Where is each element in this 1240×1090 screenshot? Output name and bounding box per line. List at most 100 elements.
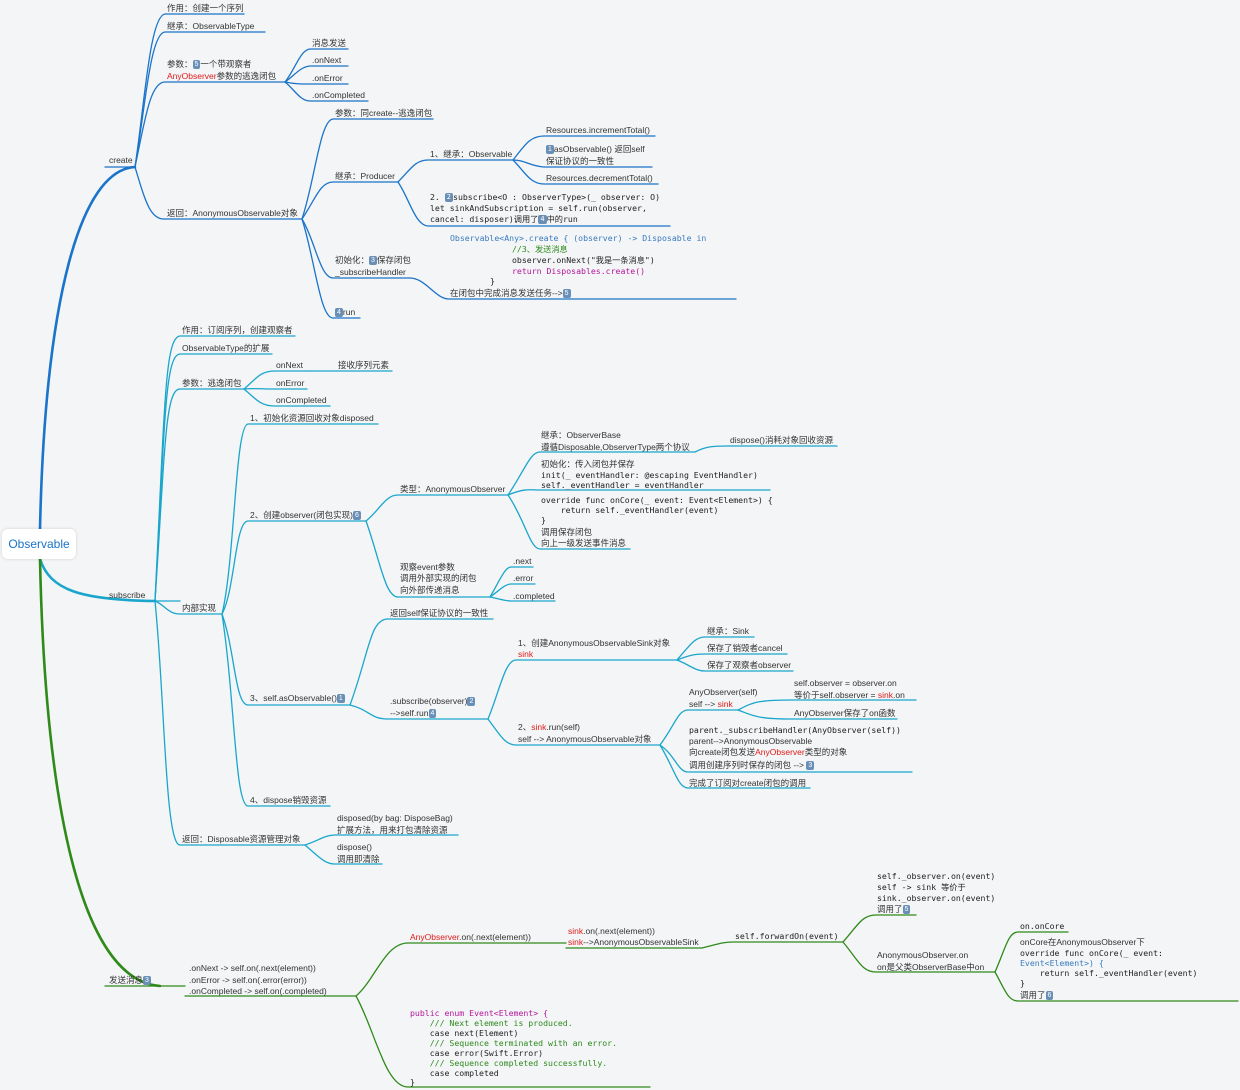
node-event-oncompleted[interactable]: .onCompleted [312, 90, 365, 100]
code-obs-on-1: self._observer.on(event) [877, 871, 996, 881]
node-closure-send[interactable]: 在闭包中完成消息发送任务-->5 [450, 288, 571, 299]
node-dispose-2[interactable]: 调用即清除 [337, 854, 380, 864]
node-producer-1[interactable]: 1、继承：Observable [430, 149, 513, 159]
node-anyobs[interactable]: AnyObserver(self) [689, 687, 758, 697]
text: .run(self) [546, 722, 580, 732]
node-res-inc[interactable]: Resources.incrementTotal() [546, 125, 650, 135]
node-res-dec[interactable]: Resources.decrementTotal() [546, 173, 653, 183]
text: .on(.next(element)) [459, 932, 531, 942]
node-observe-1[interactable]: 观察event参数 [400, 562, 455, 572]
node-disp-bag-2[interactable]: 扩展方法，用来打包清除资源 [337, 825, 448, 835]
node-create-param-2[interactable]: AnyObserver参数的逃逸闭包 [167, 71, 276, 82]
text: 初始化： [335, 255, 370, 265]
node-ev-next[interactable]: .next [513, 556, 532, 566]
node-step2[interactable]: 2、创建observer(闭包实现)6 [250, 510, 361, 521]
node-sink-inherit[interactable]: 继承：Sink [707, 626, 750, 636]
node-sub-purpose[interactable]: 作用：订阅序列，创建观察者 [182, 325, 293, 335]
node-sink-1[interactable]: 1、创建AnonymousObservableSink对象 [518, 638, 671, 648]
node-dispose-res[interactable]: dispose()消耗对象回收资源 [730, 435, 833, 445]
node-sub-ext[interactable]: ObservableType的扩展 [182, 343, 270, 353]
badge-3: 3 [143, 976, 151, 986]
node-cb-onnext[interactable]: onNext [276, 360, 303, 370]
node-inherit-obs[interactable]: 继承：ObserverBase [541, 430, 621, 440]
node-eq-1[interactable]: self.observer = observer.on [794, 678, 897, 688]
node-up-send[interactable]: 向上一级发送事件消息 [541, 538, 627, 548]
node-observe-2[interactable]: 调用外部实现的闭包 [400, 573, 477, 583]
node-sub-obs[interactable]: .subscribe(observer)2 [390, 696, 476, 707]
root-node[interactable]: Observable [2, 529, 76, 559]
node-on-error[interactable]: .onError -> self.on(.error(error)) [189, 975, 307, 985]
node-event-onerror[interactable]: .onError [312, 73, 343, 83]
node-inherit-producer[interactable]: 继承：Producer [335, 171, 395, 181]
node-type[interactable]: 类型：AnonymousObserver [400, 484, 506, 494]
node-call-closure[interactable]: 调用保存闭包 [541, 527, 593, 537]
node-parent-3[interactable]: 调用创建序列时保存的闭包 --> 3 [689, 760, 815, 771]
node-as-observable-2[interactable]: 保证协议的一致性 [546, 156, 615, 166]
node-create-inherit[interactable]: 继承：ObservableType [167, 21, 255, 31]
node-anyobs-save[interactable]: AnyObserver保存了on函数 [794, 708, 896, 718]
node-anyobs-2[interactable]: self --> sink [689, 699, 733, 710]
node-step3[interactable]: 3、self.asObservable()1 [250, 693, 345, 704]
node-anyobs-on[interactable]: AnyObserver.on(.next(element)) [410, 932, 531, 943]
node-create[interactable]: create [109, 155, 133, 165]
node-cb-oncompleted[interactable]: onCompleted [276, 395, 327, 405]
node-ev-error[interactable]: .error [513, 573, 534, 583]
node-event-onnext[interactable]: .onNext [312, 55, 342, 65]
node-sink-observer[interactable]: 保存了观察者observer [707, 660, 792, 670]
text-red: AnyObserver [167, 71, 217, 81]
node-sink-red[interactable]: sink [518, 649, 534, 659]
code-enum-3: case next(Element) [410, 1028, 519, 1038]
node-parent-2[interactable]: 向create闭包发送AnyObserver类型的对象 [689, 747, 847, 758]
node-producer-2-line2[interactable]: let sinkAndSubscription = self.run(obser… [430, 203, 647, 213]
code-parent: parent._subscribeHandler(AnyObserver(sel… [689, 725, 901, 735]
node-disp-bag[interactable]: disposed(by bag: DisposeBag) [337, 813, 453, 823]
node-sub-returns[interactable]: 返回：Disposable资源管理对象 [182, 834, 301, 844]
node-parent-1[interactable]: parent-->AnonymousObservable [689, 736, 813, 746]
node-step1[interactable]: 1、初始化资源回收对象disposed [250, 413, 374, 423]
node-anon-obs-on-2[interactable]: on是父类ObserverBase中on [877, 962, 985, 972]
node-observe-3[interactable]: 向外部传递消息 [400, 585, 460, 595]
node-subscribe[interactable]: subscribe [109, 590, 146, 600]
node-ret-param[interactable]: 参数：同create--逃逸闭包 [335, 108, 433, 118]
node-forward[interactable]: self.forwardOn(event) [735, 931, 839, 941]
text: 调用了 [877, 904, 903, 914]
node-init-obs[interactable]: 初始化：传入闭包并保存 [541, 459, 635, 469]
node-sinkrun-2[interactable]: self --> AnonymousObservable对象 [518, 734, 652, 744]
node-create-purpose[interactable]: 作用：创建一个序列 [167, 3, 244, 13]
node-create-returns[interactable]: 返回：AnonymousObservable对象 [167, 208, 298, 218]
root-label: Observable [8, 537, 70, 551]
node-sub-param[interactable]: 参数：逃逸闭包 [182, 378, 242, 388]
node-step4[interactable]: 4、dispose销毁资源 [250, 795, 327, 805]
node-done[interactable]: 完成了订阅对create闭包的调用 [689, 778, 807, 788]
node-init-2[interactable]: _subscribeHandler [335, 267, 406, 277]
node-cb-onerror[interactable]: onError [276, 378, 305, 388]
node-oncore-title[interactable]: on.onCore [1020, 921, 1065, 931]
node-eq-2[interactable]: 等价于self.observer = sink.on [794, 690, 905, 701]
code-create-1: Observable<Any>.create { (observer) -> D… [450, 233, 707, 243]
node-ret-self[interactable]: 返回self保证协议的一致性 [390, 608, 489, 618]
node-impl[interactable]: 内部实现 [182, 603, 217, 613]
node-sink-cancel[interactable]: 保存了销毁者cancel [707, 643, 783, 653]
node-inherit-obs-2[interactable]: 遵循Disposable,ObserverType两个协议 [541, 442, 690, 452]
node-anon-obs-on[interactable]: AnonymousObserver.on [877, 950, 969, 960]
node-event-send[interactable]: 消息发送 [312, 38, 347, 48]
node-sink-on[interactable]: sink.on(.next(element)) [568, 926, 655, 937]
node-sink-on-2[interactable]: sink-->AnonymousObservableSink [568, 937, 699, 948]
node-on-completed[interactable]: .onCompleted -> self.on(.completed) [189, 986, 327, 996]
node-sinkrun[interactable]: 2、sink.run(self) [518, 722, 580, 733]
node-dispose[interactable]: dispose() [337, 842, 372, 852]
node-on-next[interactable]: .onNext -> self.on(.next(element)) [189, 963, 316, 973]
node-recv[interactable]: 接收序列元素 [338, 360, 390, 370]
node-oncore-desc[interactable]: onCore在AnonymousObserver下 [1020, 937, 1145, 947]
node-ev-completed[interactable]: .completed [513, 591, 555, 601]
